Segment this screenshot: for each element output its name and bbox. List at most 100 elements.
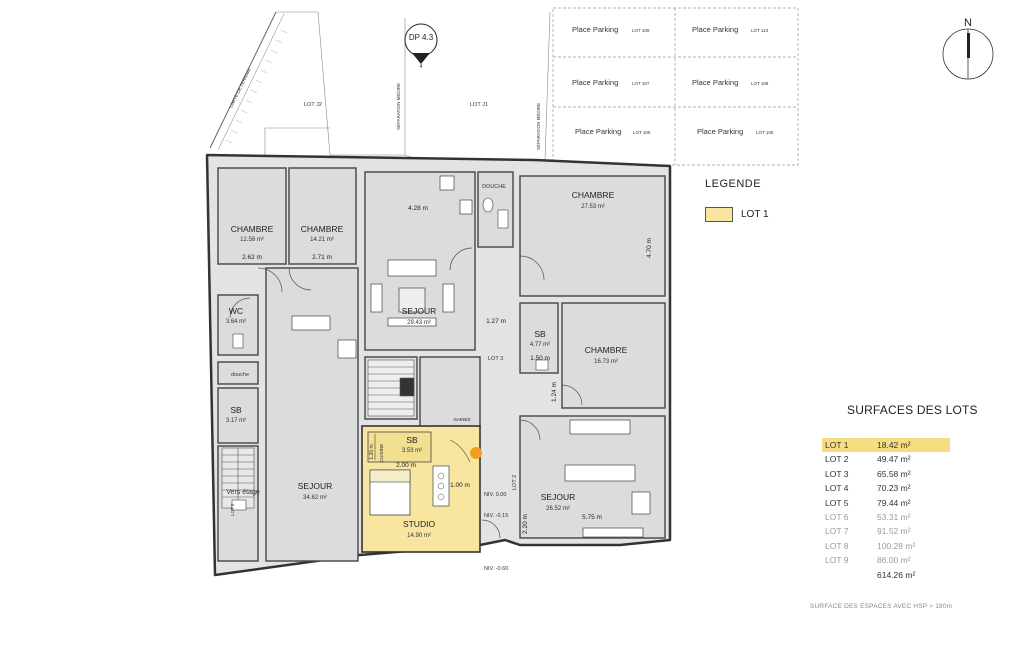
kitchen-counters [291,315,651,538]
surface-lot-name: LOT 1 [825,440,849,450]
surface-total: 614.26 m² [877,569,916,580]
parking-label-6: Place Parking [697,127,743,136]
room-chambre-4-name: CHAMBRE [585,345,628,355]
dim-4-28: 4.28 m [408,205,428,212]
surface-lot-name: LOT 9 [825,555,849,566]
surface-lot-area: 65.58 m² [877,468,911,479]
room-chambre-3 [519,175,666,297]
legend-swatch [705,207,733,222]
surface-lot-name: LOT 4 [825,483,849,494]
room-sejour-mid-area: 29.43 m² [407,320,431,326]
room-douche-left-name: douche [231,372,249,378]
surface-lot-name: LOT 3 [825,468,849,479]
room-chambre-4 [561,302,666,409]
parking-lot-1: LOT 109 [632,28,650,33]
surface-row: LOT 4 70.23 m² [822,481,950,495]
dim-2-20: 2.20 m [522,514,529,534]
legend-item-lot1: LOT 1 [705,207,769,222]
lot-2-tag: LOT 2 [512,475,518,490]
parking-lot-4: LOT 108 [751,81,769,86]
room-sb-right-area: 4.77 m² [530,342,550,348]
room-chambre-1-area: 12.58 m² [240,237,264,243]
cuisine-label: CUISINE [379,444,384,462]
dim-4-70: 4.70 m [646,238,653,258]
level-0-00: NIV. 0.00 [484,492,506,498]
legend-item-label: LOT 1 [741,209,769,220]
room-studio-area: 14.90 m² [407,533,431,539]
surface-row: LOT 3 65.58 m² [822,467,950,481]
studio-highlight [361,425,482,553]
stairs-mid [367,359,415,417]
legend-title: LEGENDE [705,178,762,190]
room-chambre-2-area: 14.21 m² [310,237,334,243]
surface-lot-name: LOT 5 [825,497,849,508]
surface-lot-area: 49.47 m² [877,454,911,465]
surface-lot-name: LOT 2 [825,454,849,465]
parking-lot-3: LOT 107 [632,81,650,86]
surface-lot-area: 100.28 m² [877,540,916,551]
room-sb-left [217,387,259,444]
parking-lot-5: LOT 106 [633,130,651,135]
vers-etage-label: Vers étage [226,489,260,496]
lot-j1-label: LOT J1 [470,102,488,108]
section-marker-sub: 4 [420,64,423,70]
room-sejour-right-name: SEJOUR [541,492,575,502]
lot-3-tag: LOT 3 [488,356,503,362]
furniture-sejour-mid [370,175,473,327]
room-douche-mid [477,171,514,248]
parking-label-4: Place Parking [692,78,738,87]
room-chambre-1-name: CHAMBRE [231,224,274,234]
section-marker: DP 4.3 4 [404,23,438,70]
level-minus-0-60: NIV. -0.60 [484,566,508,572]
surface-lot-name: LOT 6 [825,511,849,522]
dim-1-00: 1.00 m [450,482,470,489]
room-sb-studio-area: 3.53 m² [402,448,422,454]
surface-lot-name: LOT 8 [825,540,849,551]
separation-label-2: SÉPARATION MÉDIRE [535,103,541,150]
surfaces-title: SURFACES DES LOTS [847,403,978,417]
surface-lot-area: 91.52 m² [877,526,911,537]
stairs-left [221,447,255,509]
parking-label-5: Place Parking [575,127,621,136]
room-sejour-left [265,267,359,562]
room-chambre-3-name: CHAMBRE [572,190,615,200]
surface-row: LOT 8 100.28 m² [822,539,950,553]
room-chambre-2-name: CHAMBRE [301,224,344,234]
site-boundary [209,11,551,166]
room-sejour-left-name: SEJOUR [298,481,332,491]
room-wc-name: WC [229,306,243,316]
room-hall-mid [419,356,481,428]
surfaces-table: LOT 1 18.42 m² LOT 2 49.47 m² LOT 3 65.5… [822,438,950,582]
parking-label-2: Place Parking [692,25,738,34]
room-sb-left-name: SB [230,405,242,415]
room-chambre-4-area: 16.73 m² [594,359,618,365]
room-sejour-right-area: 26.52 m² [546,506,570,512]
room-chambre-2 [288,167,357,265]
room-sb-left-area: 3.17 m² [226,418,246,424]
dim-2-62: 2.62 m [242,254,262,261]
section-marker-label: DP 4.3 [409,33,434,42]
compass-north-label: N [964,17,972,29]
room-chambre-3-area: 27.53 m² [581,204,605,210]
door-swings [229,247,583,539]
dim-2-71: 2.71 m [312,254,332,261]
room-sejour-left-area: 34.62 m² [303,495,327,501]
surface-row: LOT 1 18.42 m² [822,438,950,453]
room-chambre-1 [217,167,287,265]
surface-row: LOT 5 79.44 m² [822,496,950,510]
lot-j2-label: LOT J2 [304,102,322,108]
surface-lot-area: 86.00 m² [877,555,911,566]
dim-1-27: 1.27 m [486,318,506,325]
room-sb-right-name: SB [534,329,546,339]
room-douche-left [217,361,259,385]
level-minus-0-15: NIV. -0.15 [484,513,508,519]
gaines-label: GAINES [453,417,470,422]
surface-lot-name: LOT 7 [825,526,849,537]
parking-lot-2: LOT 110 [751,28,769,33]
separation-label-1: SÉPARATION MÉDIRE [395,83,401,130]
parking-lot-6: LOT 105 [756,130,774,135]
surface-lot-area: 18.42 m² [877,440,911,450]
room-studio-name: STUDIO [403,519,436,529]
parking-label-3: Place Parking [572,78,618,87]
